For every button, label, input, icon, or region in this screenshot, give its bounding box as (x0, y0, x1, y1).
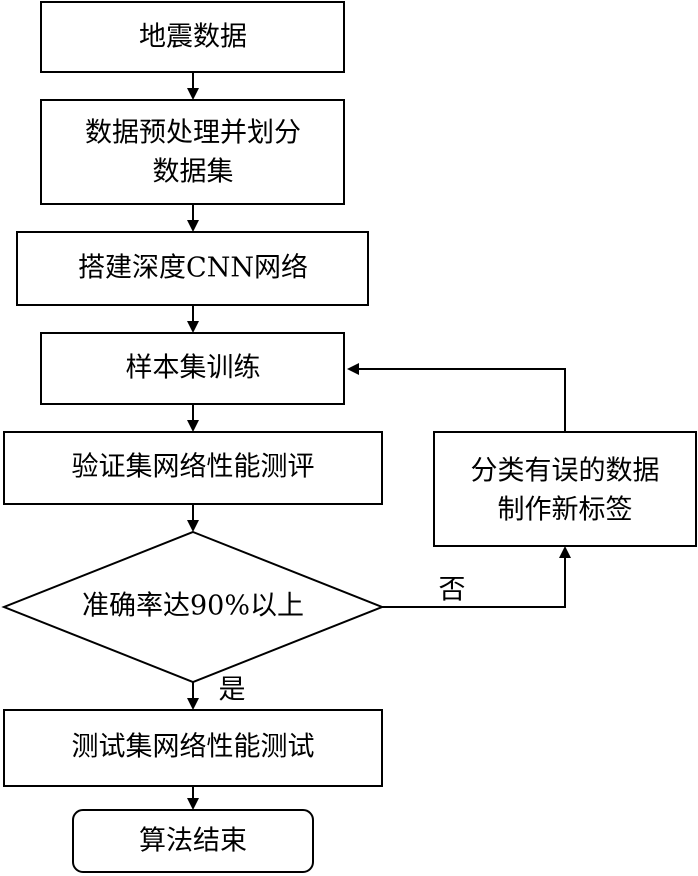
node-end-label: 算法结束 (139, 826, 247, 857)
node-preprocess-box (40, 99, 345, 205)
node-relabel-box (433, 431, 697, 547)
node-build-cnn-box (16, 231, 369, 306)
arrowhead-preprocess (187, 88, 199, 100)
branch-label-no: 否 (439, 575, 466, 606)
node-validate: 验证集网络性能测评 (3, 431, 383, 505)
arrowhead-test (187, 698, 199, 710)
node-validate-box (3, 431, 383, 505)
arrowhead-relabel (559, 546, 571, 558)
node-decision-diamond (1, 530, 385, 684)
node-decision-label: 准确率达90%以上 (82, 591, 304, 622)
node-test: 测试集网络性能测试 (3, 709, 383, 787)
node-build-cnn: 搭建深度CNN网络 (16, 231, 369, 306)
node-train-label: 样本集训练 (126, 353, 261, 384)
node-relabel: 分类有误的数据 制作新标签 (433, 431, 697, 547)
node-seismic-data: 地震数据 (40, 1, 345, 73)
node-preprocess: 数据预处理并划分 数据集 (40, 99, 345, 205)
node-validate-label: 验证集网络性能测评 (72, 452, 315, 483)
arrowhead-decision (187, 520, 199, 532)
arrowhead-validate (187, 420, 199, 432)
connector-decision-to-relabel (382, 556, 566, 608)
arrowhead-train-feedback (347, 363, 359, 375)
node-preprocess-label-line-1: 数据预处理并划分 (85, 118, 301, 149)
branch-label-yes: 是 (219, 675, 246, 706)
node-seismic-data-label: 地震数据 (139, 22, 247, 53)
node-end-box (72, 809, 314, 873)
node-seismic-data-box (40, 1, 345, 73)
node-relabel-label-line-1: 分类有误的数据 (471, 456, 660, 487)
node-train-box (40, 332, 345, 405)
node-end: 算法结束 (72, 809, 314, 873)
connectors (187, 72, 571, 810)
node-relabel-label-line-2: 制作新标签 (498, 495, 633, 526)
node-test-box (3, 709, 383, 787)
arrowhead-end (187, 798, 199, 810)
node-preprocess-label-line-2: 数据集 (153, 157, 234, 188)
connector-relabel-to-train (357, 368, 566, 432)
arrowhead-build (187, 220, 199, 232)
node-decision: 准确率达90%以上 (1, 530, 385, 684)
node-train: 样本集训练 (40, 332, 345, 405)
node-test-label: 测试集网络性能测试 (72, 732, 315, 763)
arrowhead-train (187, 321, 199, 333)
node-build-cnn-label: 搭建深度CNN网络 (78, 253, 308, 284)
